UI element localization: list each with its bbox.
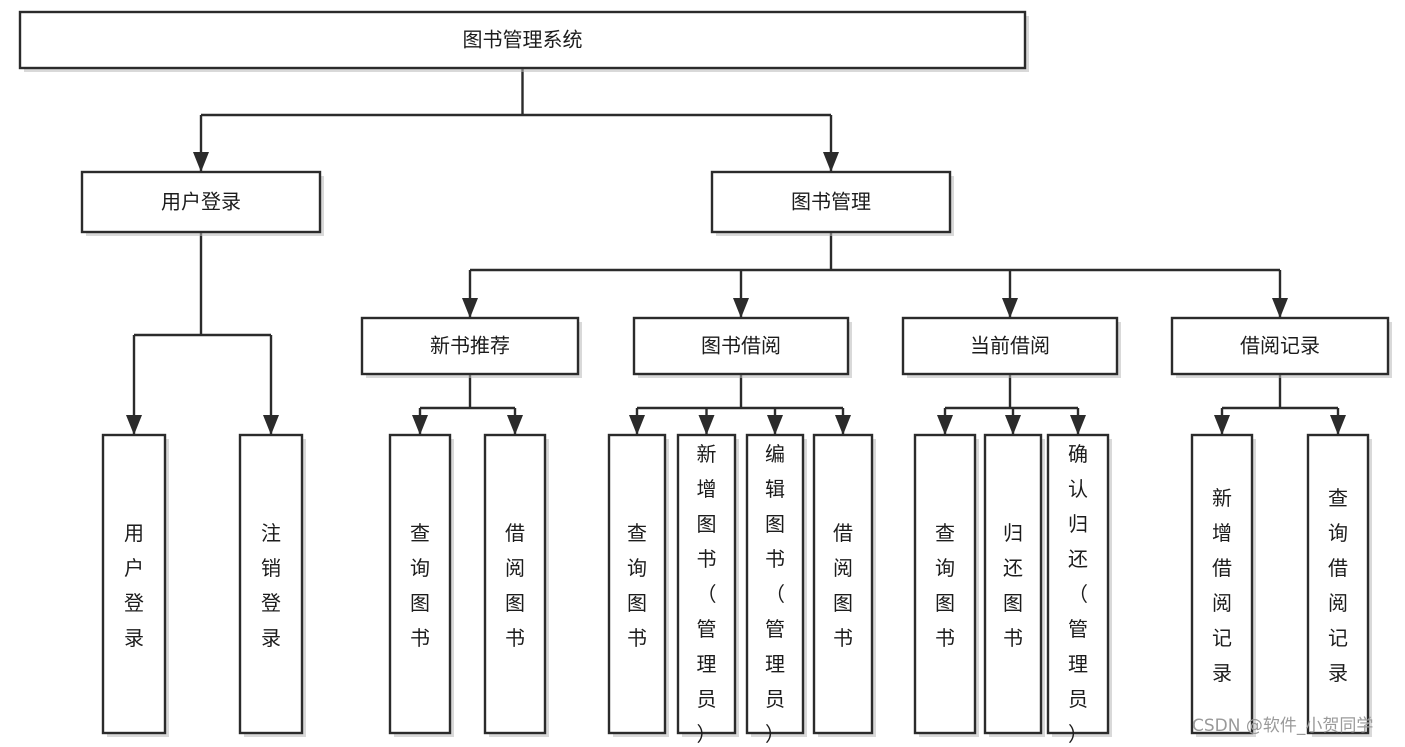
node-user-login[interactable]: 用户登录 [80, 170, 324, 236]
node-rect[interactable] [388, 433, 452, 735]
arrow-head-leaf-user-logout [263, 415, 279, 435]
node-leaf-borrow-book[interactable]: 借阅图书 [812, 433, 876, 737]
node-leaf-user-logout[interactable]: 注销登录 [238, 433, 306, 737]
node-rect[interactable] [238, 433, 304, 735]
node-rect[interactable] [676, 433, 737, 735]
arrow-head-leaf-return-book [1005, 415, 1021, 435]
node-rect[interactable] [1046, 433, 1110, 735]
node-label: 归还图书 [1003, 521, 1023, 650]
node-layer: 图书管理系统用户登录图书管理新书推荐图书借阅当前借阅借阅记录用户登录注销登录查询… [18, 10, 1392, 746]
node-new-book-recommend[interactable]: 新书推荐 [360, 316, 582, 378]
node-leaf-edit-book-admin[interactable]: 编辑图书（管理员） [745, 433, 807, 746]
node-book-management[interactable]: 图书管理 [710, 170, 954, 236]
node-rect[interactable] [632, 316, 850, 376]
node-label: 注销登录 [261, 521, 281, 650]
node-leaf-confirm-return-admin[interactable]: 确认归还（管理员） [1046, 433, 1112, 746]
node-label: 编辑图书（管理员） [765, 442, 785, 746]
node-root[interactable]: 图书管理系统 [18, 10, 1029, 72]
node-leaf-user-login[interactable]: 用户登录 [101, 433, 169, 737]
arrow-head-leaf-confirm-return-admin [1070, 415, 1086, 435]
node-label: 新增借阅记录 [1212, 486, 1232, 685]
node-leaf-borrow-book-rec[interactable]: 借阅图书 [483, 433, 549, 737]
node-rect[interactable] [607, 433, 667, 735]
arrow-head-leaf-borrow-book-rec [507, 415, 523, 435]
arrow-head-current-borrow [1002, 298, 1018, 318]
connector-layer [126, 68, 1346, 435]
node-rect[interactable] [1190, 433, 1254, 735]
node-rect[interactable] [983, 433, 1043, 735]
node-label: 用户登录 [124, 521, 144, 650]
node-label: 查询图书 [935, 521, 955, 650]
node-rect[interactable] [360, 316, 580, 376]
arrow-head-leaf-borrow-book [835, 415, 851, 435]
node-rect[interactable] [18, 10, 1027, 70]
node-current-borrow[interactable]: 当前借阅 [901, 316, 1121, 378]
node-label: 图书借阅 [701, 334, 781, 358]
node-leaf-add-book-admin[interactable]: 新增图书（管理员） [676, 433, 739, 746]
node-rect[interactable] [812, 433, 874, 735]
node-label: 查询借阅记录 [1328, 486, 1348, 685]
arrow-head-leaf-user-login [126, 415, 142, 435]
node-book-borrow[interactable]: 图书借阅 [632, 316, 852, 378]
arrow-head-user-login [193, 152, 209, 172]
node-rect[interactable] [913, 433, 977, 735]
arrow-head-leaf-edit-book-admin [767, 415, 783, 435]
arrow-head-leaf-add-book-admin [698, 415, 715, 435]
node-leaf-query-book-borrow[interactable]: 查询图书 [607, 433, 669, 737]
node-label: 新书推荐 [430, 334, 510, 358]
arrow-head-leaf-query-book-rec [412, 415, 428, 435]
arrow-head-leaf-add-borrow-record [1214, 415, 1230, 435]
node-rect[interactable] [1170, 316, 1390, 376]
arrow-head-borrow-record [1272, 298, 1288, 318]
node-leaf-add-borrow-record[interactable]: 新增借阅记录 [1190, 433, 1256, 737]
arrow-head-book-borrow [733, 298, 749, 318]
node-rect[interactable] [745, 433, 805, 735]
node-label: 借阅图书 [833, 521, 853, 650]
node-label: 当前借阅 [970, 334, 1050, 358]
node-label: 用户登录 [161, 190, 241, 214]
node-rect[interactable] [483, 433, 547, 735]
arrow-head-new-book-recommend [462, 298, 478, 318]
node-label: 确认归还（管理员） [1068, 442, 1088, 746]
arrow-head-leaf-query-borrow-record [1330, 415, 1346, 435]
node-label: 借阅记录 [1240, 334, 1320, 358]
arrow-head-leaf-query-book-current [937, 415, 953, 435]
node-rect[interactable] [80, 170, 322, 234]
arrow-head-leaf-query-book-borrow [629, 415, 645, 435]
arrow-head-book-management [823, 152, 839, 172]
node-label: 查询图书 [627, 521, 647, 650]
node-leaf-query-book-rec[interactable]: 查询图书 [388, 433, 454, 737]
node-leaf-return-book[interactable]: 归还图书 [983, 433, 1045, 737]
node-label: 新增图书（管理员） [697, 442, 717, 746]
node-rect[interactable] [901, 316, 1119, 376]
csdn-watermark: CSDN @软件_小贺同学 [1192, 716, 1373, 736]
node-rect[interactable] [1306, 433, 1370, 735]
node-rect[interactable] [101, 433, 167, 735]
node-rect[interactable] [710, 170, 952, 234]
node-label: 查询图书 [410, 521, 430, 650]
node-borrow-record[interactable]: 借阅记录 [1170, 316, 1392, 378]
node-label: 图书管理 [791, 190, 871, 214]
node-leaf-query-book-current[interactable]: 查询图书 [913, 433, 979, 737]
node-leaf-query-borrow-record[interactable]: 查询借阅记录 [1306, 433, 1372, 737]
node-label: 借阅图书 [505, 521, 525, 650]
node-label: 图书管理系统 [463, 28, 583, 52]
